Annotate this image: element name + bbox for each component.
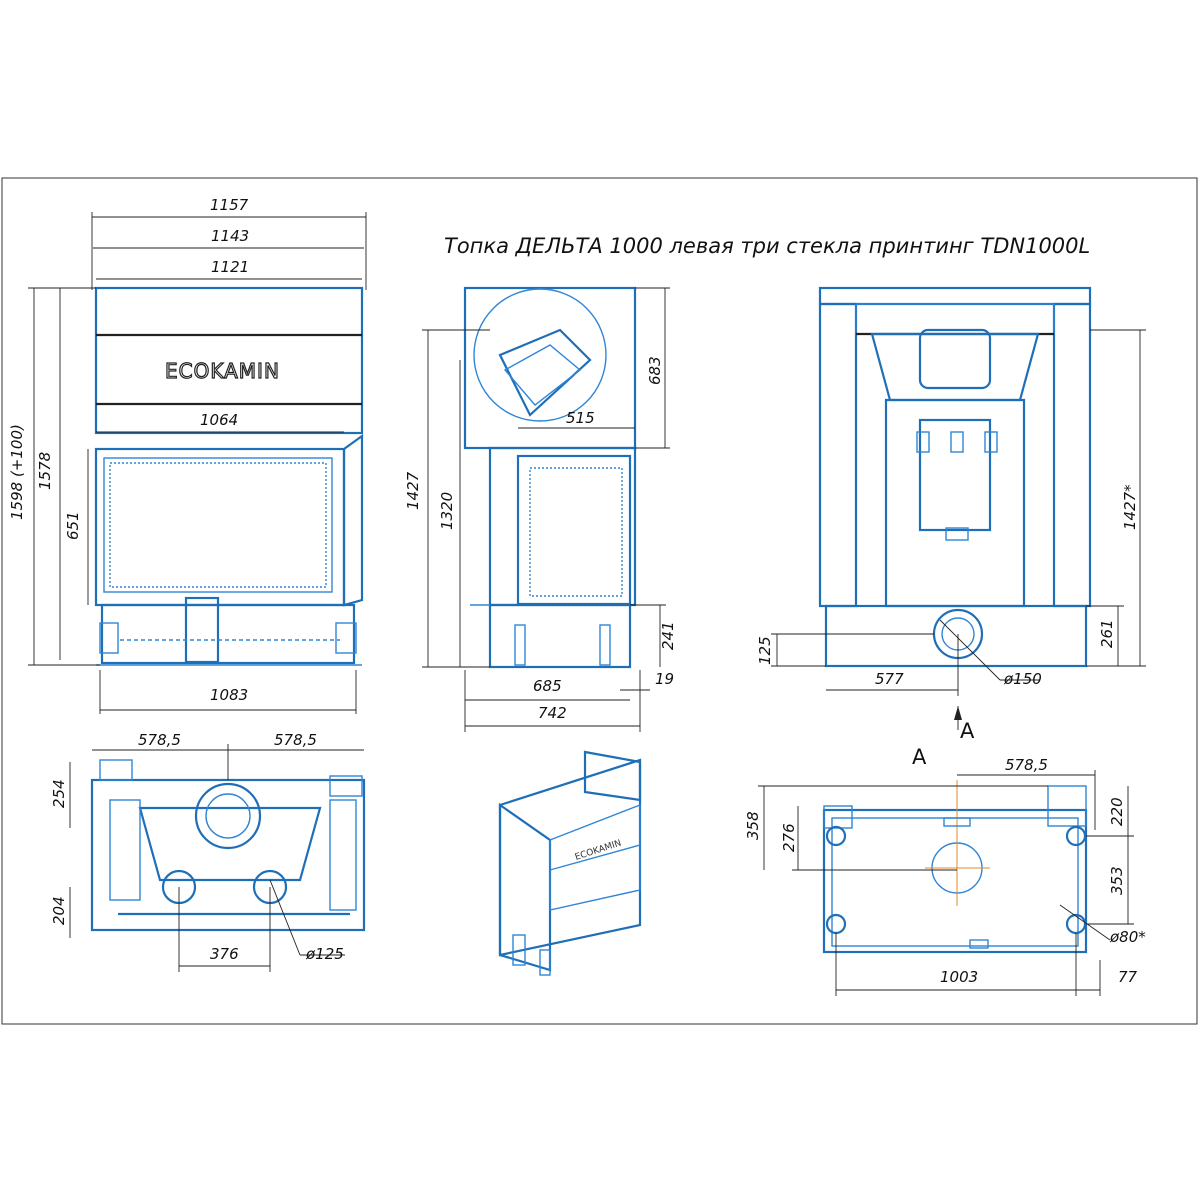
dim-d80: ø80* (1109, 928, 1146, 946)
dim-261: 261 (1098, 619, 1116, 648)
front-dimensions: 1157 1143 1121 1064 1083 1598 (+100) 157… (8, 196, 367, 714)
side-view (463, 286, 637, 669)
dim-5785-right: 578,5 (274, 731, 317, 749)
dim-125: 125 (756, 636, 774, 665)
dim-19: 19 (655, 670, 674, 688)
back-view (818, 286, 1092, 668)
back-dimensions: 1427* 261 125 577 ø150 A A (756, 329, 1146, 769)
section-label-a2: A (912, 745, 927, 769)
dim-1598: 1598 (+100) (8, 424, 26, 520)
dim-353: 353 (1108, 866, 1126, 895)
dim-1003: 1003 (940, 968, 978, 986)
dim-651: 651 (64, 511, 82, 540)
drawing-title: Топка ДЕЛЬТА 1000 левая три стекла принт… (444, 234, 1090, 258)
dim-276: 276 (780, 823, 798, 852)
side-dimensions: 683 515 1427 1320 241 19 685 742 (404, 287, 677, 732)
bottom-view (822, 780, 1088, 954)
dim-204: 204 (50, 896, 68, 925)
dim-1157: 1157 (210, 196, 249, 214)
dim-1320: 1320 (438, 492, 456, 530)
dim-515: 515 (566, 409, 595, 427)
dim-1427-star: 1427* (1121, 484, 1139, 530)
dim-77: 77 (1118, 968, 1138, 986)
top-view (90, 759, 366, 932)
section-label-a1: A (960, 719, 975, 743)
dim-358: 358 (744, 811, 762, 840)
dim-1064: 1064 (200, 411, 238, 429)
dim-220: 220 (1108, 797, 1126, 826)
dim-1578: 1578 (36, 452, 54, 490)
drawing-frame (1, 177, 1198, 1025)
bottom-dimensions: 578,5 358 276 220 353 ø80* 1003 77 (744, 756, 1146, 996)
dim-577: 577 (875, 670, 904, 688)
dim-376: 376 (210, 945, 239, 963)
dim-254: 254 (50, 779, 68, 808)
dim-685: 685 (533, 677, 562, 695)
dim-d125: ø125 (305, 945, 344, 963)
dim-241: 241 (659, 621, 677, 650)
dim-1083: 1083 (210, 686, 248, 704)
dim-5785-left: 578,5 (138, 731, 181, 749)
dim-742: 742 (538, 704, 567, 722)
dim-d150: ø150 (1003, 670, 1042, 688)
dim-1143: 1143 (211, 227, 249, 245)
top-dimensions: 578,5 578,5 254 204 376 ø125 (50, 731, 364, 972)
isometric-view: ECOKAMIN (498, 750, 642, 976)
dim-1121: 1121 (211, 258, 249, 276)
iso-brand-text: ECOKAMIN (574, 838, 623, 862)
front-view: ECOKAMIN (94, 286, 364, 666)
brand-text: ECOKAMIN (165, 359, 280, 383)
dim-1427: 1427 (404, 471, 422, 510)
dim-5785-bottom: 578,5 (1005, 756, 1048, 774)
dim-683: 683 (646, 356, 664, 385)
